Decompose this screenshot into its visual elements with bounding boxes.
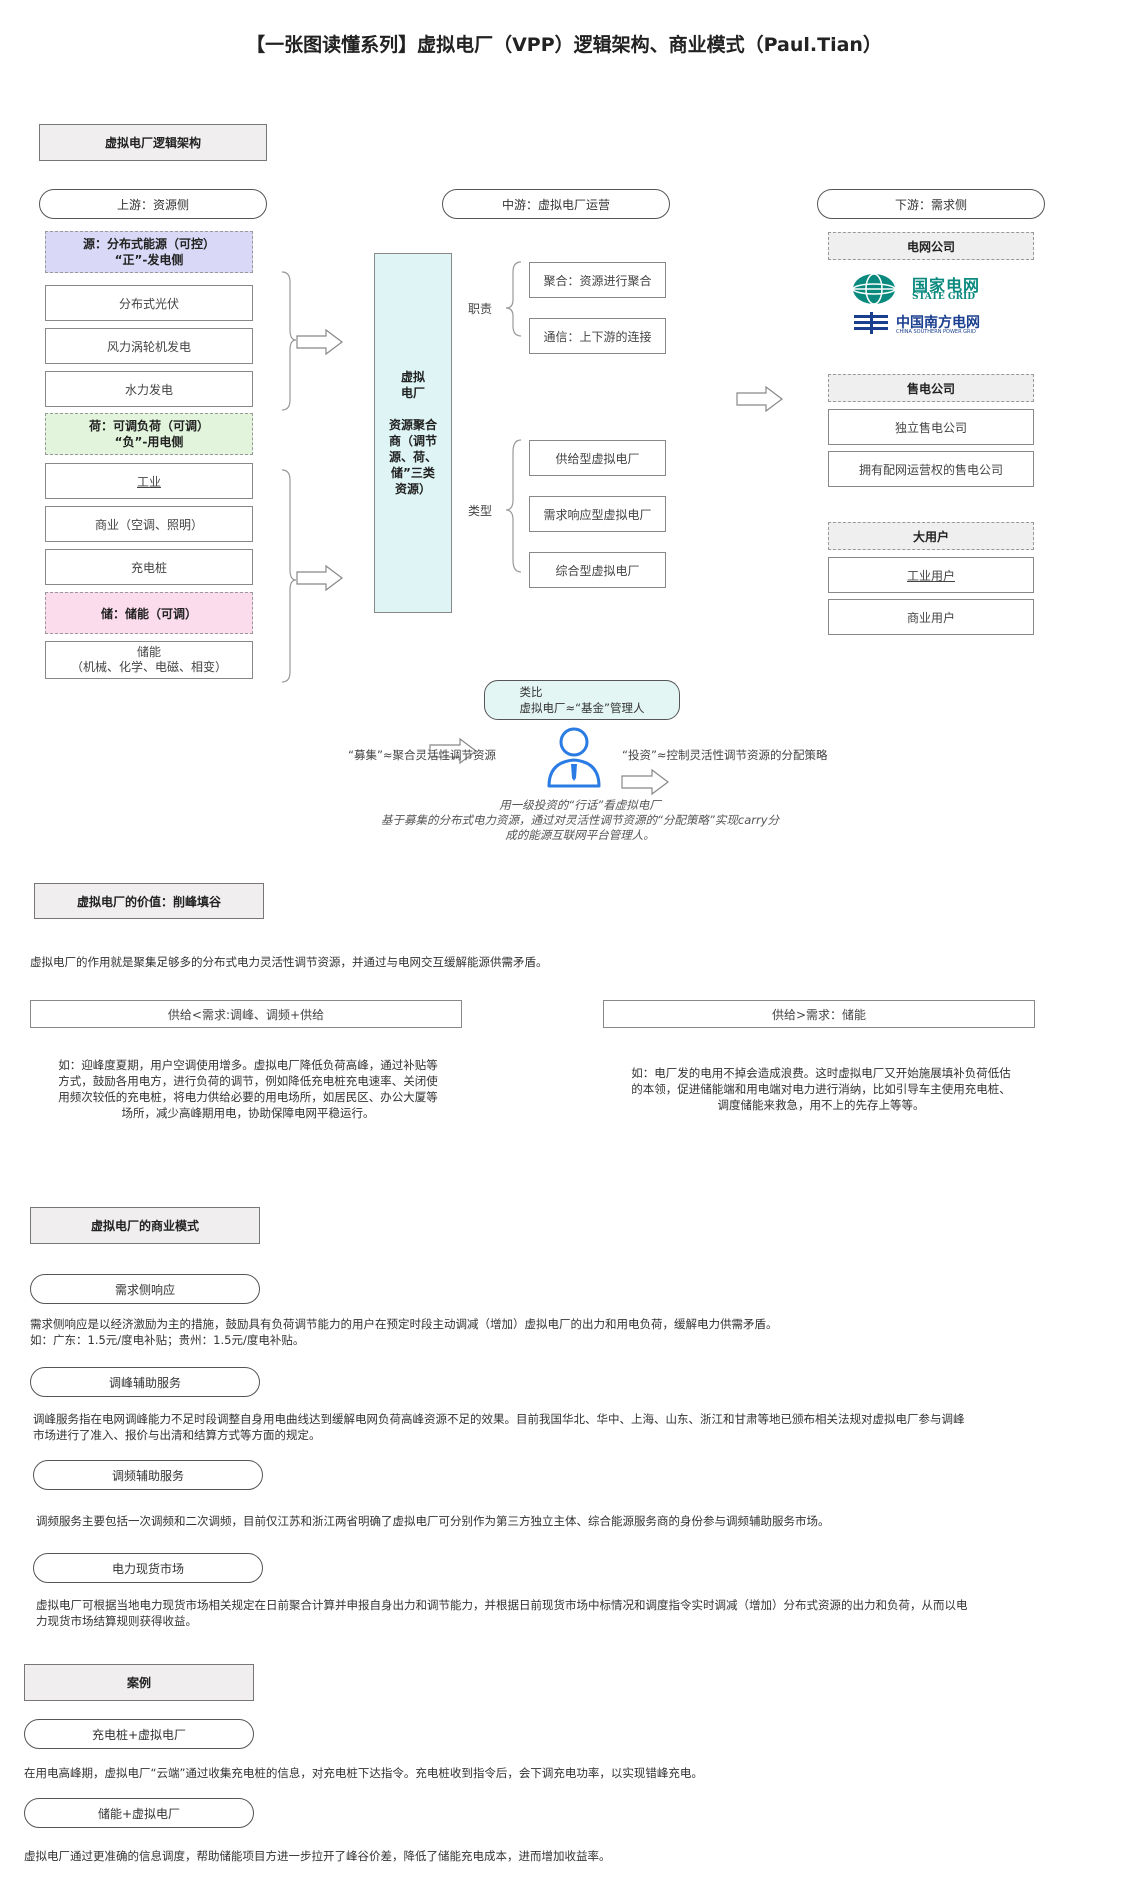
type-demand-response: 需求响应型虚拟电厂 (529, 496, 666, 532)
analogy-right: “投资”≈控制灵活性调节资源的分配策略 (622, 748, 828, 762)
storage-group: 储：储能（可调） (45, 592, 253, 634)
load-item-charging: 充电桩 (45, 549, 253, 585)
biz-demand-response-label: 需求侧响应 (30, 1274, 260, 1304)
source-item-wind: 风力涡轮机发电 (45, 328, 253, 364)
source-item-hydro: 水力发电 (45, 371, 253, 407)
type-label: 类型 (468, 504, 493, 518)
large-user-industry: 工业用户 (828, 557, 1034, 593)
grid-company-group: 电网公司 (828, 232, 1034, 260)
duty-aggregate: 聚合：资源进行聚合 (529, 262, 666, 298)
duty-label: 职责 (468, 302, 493, 316)
state-grid-logo: 国家电网 STATE GRID (852, 272, 1012, 306)
source-group: 源：分布式能源（可控） “正”-发电侧 (45, 231, 253, 273)
storage-item: 储能 （机械、化学、电磁、相变） (45, 641, 253, 679)
vpp-center-box: 虚拟 电厂 资源聚合 商（调节 源、荷、 储”三类 资源） (374, 253, 452, 613)
analogy-desc: 用一级投资的“行话”看虚拟电厂 基于募集的分布式电力资源，通过对灵活性调节资源的… (380, 798, 780, 842)
biz-spot-market-label: 电力现货市场 (33, 1553, 263, 1583)
upstream-header: 上游：资源侧 (39, 189, 267, 219)
section-title-architecture: 虚拟电厂逻辑架构 (39, 124, 267, 161)
value-right-text: 如：电厂发的电用不掉会造成浪费。这时虚拟电厂又开始施展填补负荷低估 的本领，促进… (631, 1066, 1011, 1112)
section-title-value: 虚拟电厂的价值：削峰填谷 (34, 883, 264, 919)
retail-company-group: 售电公司 (828, 374, 1034, 402)
biz-frequency-text: 调频服务主要包括一次调频和二次调频，目前仅江苏和浙江两省明确了虚拟电厂可分别作为… (36, 1514, 830, 1528)
biz-peak-shaving-label: 调峰辅助服务 (30, 1367, 260, 1397)
value-left-box: 供给<需求:调峰、调频+供给 (30, 1000, 462, 1028)
arrow-up-to-mid-1 (296, 328, 783, 796)
retail-independent: 独立售电公司 (828, 409, 1034, 445)
biz-frequency-label: 调频辅助服务 (33, 1460, 263, 1490)
load-item-industry: 工业 (45, 463, 253, 499)
analogy-header: 类比 虚拟电厂≈“基金”管理人 (484, 680, 680, 720)
load-group: 荷：可调负荷（可调） “负”-用电侧 (45, 413, 253, 455)
value-left-text: 如：迎峰度夏期，用户空调使用增多。虚拟电厂降低负荷高峰，通过补贴等 方式，鼓励各… (58, 1058, 438, 1120)
value-intro: 虚拟电厂的作用就是聚集足够多的分布式电力灵活性调节资源，并通过与电网交互缓解能源… (30, 955, 548, 969)
csg-logo: 中国南方电网 CHINA SOUTHERN POWER GRID (852, 312, 1022, 338)
retail-with-grid: 拥有配网运营权的售电公司 (828, 451, 1034, 487)
analogy-left: “募集”≈聚合灵活性调节资源 (348, 748, 497, 762)
case-charging-text: 在用电高峰期，虚拟电厂“云端”通过收集充电桩的信息，对充电桩下达指令。充电桩收到… (24, 1766, 703, 1780)
load-item-commerce: 商业（空调、照明） (45, 506, 253, 542)
person-icon (547, 727, 601, 788)
section-title-cases: 案例 (24, 1664, 254, 1701)
section-title-business: 虚拟电厂的商业模式 (30, 1207, 260, 1244)
case-storage-text: 虚拟电厂通过更准确的信息调度，帮助储能项目方进一步拉开了峰谷价差，降低了储能充电… (24, 1849, 611, 1863)
type-integrated: 综合型虚拟电厂 (529, 552, 666, 588)
state-grid-cn: 国家电网 (912, 276, 981, 295)
biz-spot-market-text: 虚拟电厂可根据当地电力现货市场相关规定在日前聚合计算并申报自身出力和调节能力，并… (36, 1598, 968, 1628)
biz-peak-shaving-text: 调峰服务指在电网调峰能力不足时段调整自身用电曲线达到缓解电网负荷高峰资源不足的效… (33, 1412, 965, 1442)
case-charging-label: 充电桩+虚拟电厂 (24, 1719, 254, 1749)
biz-demand-response-text: 需求侧响应是以经济激励为主的措施，鼓励具有负荷调节能力的用户在预定时段主动调减（… (30, 1317, 778, 1347)
source-item-pv: 分布式光伏 (45, 285, 253, 321)
type-supply: 供给型虚拟电厂 (529, 440, 666, 476)
large-user-commerce: 商业用户 (828, 599, 1034, 635)
csg-emblem-icon (854, 312, 888, 334)
case-storage-label: 储能+虚拟电厂 (24, 1798, 254, 1828)
duty-communicate: 通信：上下游的连接 (529, 318, 666, 354)
state-grid-emblem-icon (852, 273, 896, 305)
midstream-header: 中游：虚拟电厂运营 (442, 189, 670, 219)
value-right-box: 供给>需求：储能 (603, 1000, 1035, 1028)
csg-cn: 中国南方电网 (896, 315, 980, 331)
downstream-header: 下游：需求侧 (817, 189, 1045, 219)
csg-en: CHINA SOUTHERN POWER GRID (896, 329, 976, 335)
state-grid-en: STATE GRID (912, 292, 976, 302)
page-title: 【一张图读懂系列】虚拟电厂（VPP）逻辑架构、商业模式（Paul.Tian） (246, 34, 882, 56)
large-user-group: 大用户 (828, 522, 1034, 550)
